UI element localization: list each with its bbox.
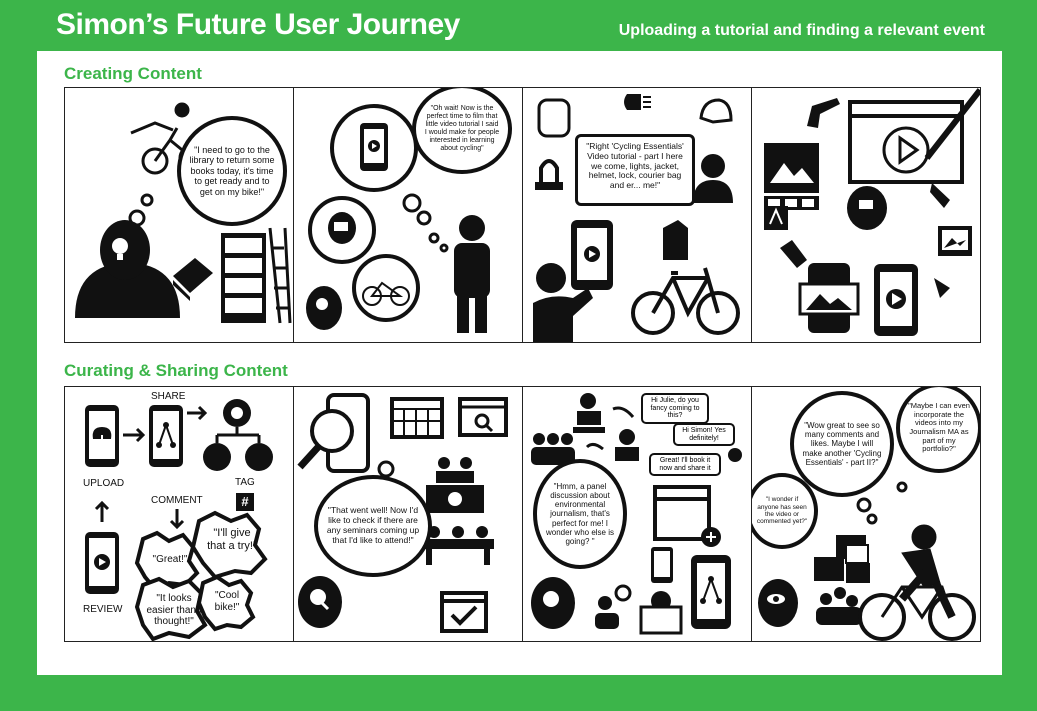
speech-bubble: "Wow great to see so many comments and l… [790, 391, 894, 497]
comment-bubbles-icon [134, 510, 268, 641]
chat-message: Great! I'll book it now and share it [649, 453, 721, 477]
arrow-right-icon [187, 405, 208, 421]
speech-bubble: "That went well! Now I'd like to check i… [314, 475, 432, 577]
calendar-add-icon [653, 485, 721, 547]
speech-bubble: "Maybe I can even incorporate the videos… [896, 387, 980, 473]
phone-video-icon [874, 264, 918, 336]
thinking-man-icon [454, 215, 490, 333]
comment-text: "Cool bike!" [214, 590, 240, 613]
tablet-video-icon [571, 220, 613, 290]
chat-message: Hi Simon! Yes definitely! [673, 423, 735, 447]
panel-6-art [297, 393, 508, 633]
bookshelf-icon [221, 227, 292, 324]
arrow-up-icon [94, 500, 110, 522]
person-chat-icon [728, 448, 742, 462]
video-editor-icon [848, 88, 980, 184]
speech-bubble: "I need to go to the library to return s… [177, 116, 287, 226]
page-title: Simon’s Future User Journey [56, 8, 460, 41]
share-phone-icon [149, 405, 183, 467]
page-subtitle: Uploading a tutorial and finding a relev… [618, 22, 985, 39]
backpack-icon [537, 98, 571, 138]
pointing-hand-icon [807, 98, 840, 128]
comment-label: COMMENT [151, 495, 203, 506]
panel-7-art [531, 393, 742, 635]
person-chat-icon [615, 429, 639, 461]
audience-icon [816, 587, 862, 625]
network-gear-icon [203, 399, 273, 471]
phone-video-icon [360, 123, 388, 171]
panel-2: "Oh wait! Now is the perfect time to fil… [293, 87, 523, 343]
tag-label: TAG [235, 477, 255, 488]
social-media-icon [814, 535, 870, 583]
panel-4 [751, 87, 981, 343]
panel-5-art [85, 399, 273, 641]
comment-text: "It looks easier than I thought!" [146, 593, 202, 627]
speech-bubble: "Right 'Cycling Essentials' Video tutori… [575, 134, 695, 206]
head-lightbulb-icon [306, 286, 342, 330]
arrow-down-icon [169, 509, 185, 530]
panel-1: "I need to go to the library to return s… [64, 87, 294, 343]
lock-icon [535, 159, 563, 190]
panel-3: "Right 'Cycling Essentials' Video tutori… [522, 87, 752, 343]
arrow-curve-icon [585, 442, 604, 451]
head-screen-icon [328, 212, 356, 244]
presenter-icon [573, 393, 605, 433]
image-gallery-icon [764, 143, 819, 210]
people-search-icon [595, 584, 632, 629]
phone-share-icon [691, 555, 731, 629]
comment-text: "Great!" [152, 554, 188, 565]
review-phone-icon [85, 532, 119, 594]
panel-2-art [306, 104, 490, 333]
chat-message: Hi Julie, do you fancy coming to this? [641, 393, 709, 425]
browser-search-icon [458, 397, 508, 437]
speech-bubble: "Hmm, a panel discussion about environme… [533, 459, 627, 569]
bicycle-icon [631, 267, 740, 335]
head-gear-icon [847, 186, 887, 230]
head-search-icon [531, 577, 575, 629]
image-monitor-icon [938, 226, 972, 256]
upload-phone-icon [85, 405, 119, 467]
panel-6: "That went well! Now I'd like to check i… [293, 386, 523, 642]
meeting-table-icon [422, 526, 494, 565]
location-map-icon [639, 591, 683, 635]
phone-alert-icon [651, 547, 673, 583]
panel-3-art [533, 94, 740, 342]
app-store-icon [764, 206, 788, 230]
head-eye-icon [758, 579, 798, 627]
arrow-curve-icon [612, 406, 635, 418]
panel-8: "Wow great to see so many comments and l… [751, 386, 981, 642]
comment-text: "I'll give that a try!" [207, 527, 257, 552]
upload-label: UPLOAD [83, 478, 125, 489]
speech-bubble: "I wonder if anyone has seen the video o… [752, 473, 818, 549]
section-title-creating: Creating Content [64, 64, 202, 83]
books-icon [173, 258, 213, 301]
audience-icon [531, 433, 575, 465]
calendar-check-icon [440, 591, 488, 633]
helmet-icon [699, 98, 733, 124]
panel-discussion-icon [426, 457, 484, 513]
phone-image-icon [798, 263, 860, 333]
review-label: REVIEW [83, 604, 123, 615]
search-phone-icon [297, 393, 370, 473]
panel-8-art [758, 481, 976, 641]
head-search-icon [298, 576, 342, 628]
bicycle-icon [362, 281, 410, 306]
touch-hand-icon [780, 183, 950, 298]
cyclist-icon [858, 524, 976, 641]
share-label: SHARE [151, 391, 186, 402]
speech-bubble: "Oh wait! Now is the perfect time to fil… [412, 88, 512, 174]
section-title-curating: Curating & Sharing Content [64, 361, 288, 380]
panel-5: SHARE UPLOAD COMMENT TAG # REVIEW "Great… [64, 386, 294, 642]
hashtag-icon: # [236, 493, 254, 511]
arrow-right-icon [123, 427, 146, 443]
calendar-icon [390, 397, 444, 439]
light-icon [624, 94, 651, 110]
panel-4-art [764, 88, 980, 336]
jacket-icon [663, 220, 688, 260]
head-lightbulb-icon [75, 220, 180, 318]
person-filming-icon [533, 263, 593, 342]
courier-icon [693, 154, 733, 203]
panel-7: Hi Julie, do you fancy coming to this? H… [522, 386, 752, 642]
thought-dots-icon [128, 193, 154, 227]
